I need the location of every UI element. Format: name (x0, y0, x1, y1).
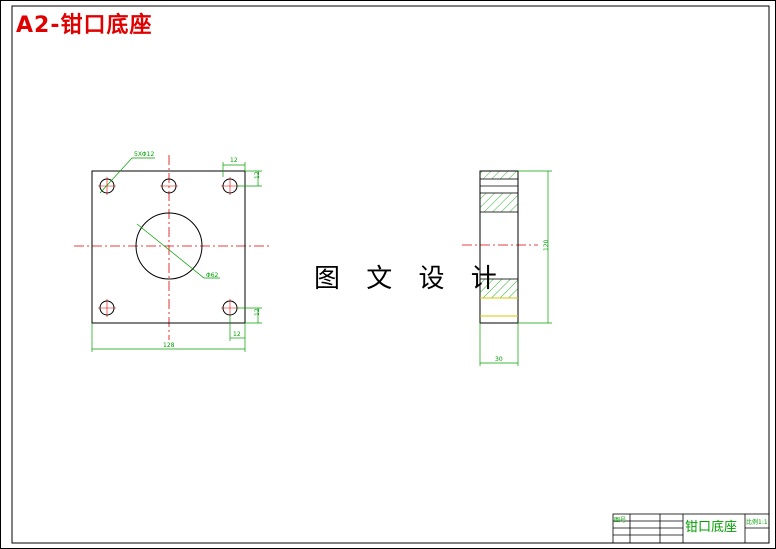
dim-bottom-height-label: 12 (254, 308, 261, 316)
hatch-top-small (479, 170, 519, 180)
title-block (612, 513, 770, 544)
front-view: 5XΦ12 Φ62 12 12 12 12 128 (74, 151, 270, 352)
bore-callout-label: Φ62 (206, 272, 219, 279)
dim-side-height-label: 120 (543, 239, 550, 251)
dim-overall-width-label: 128 (163, 342, 175, 349)
drawing-title: A2-钳口底座 (16, 13, 153, 38)
bolt-hole-top-center (160, 178, 178, 194)
title-block-part-name: 钳口底座 (685, 520, 738, 535)
center-bore (135, 212, 203, 280)
bolt-hole-top-right (221, 177, 239, 195)
hole-callout-leader (99, 157, 155, 194)
bolt-hole-bottom-right (221, 299, 239, 317)
bolt-hole-top-left (98, 177, 116, 195)
title-block-scale-label: 比例1:1 (746, 519, 768, 526)
dim-top-width-label: 12 (230, 157, 238, 164)
bore-callout-leader (136, 223, 220, 279)
dim-top-height-label: 12 (254, 171, 261, 179)
dim-side-width-label: 30 (495, 356, 503, 363)
title-block-left-label: 图号 (614, 517, 627, 524)
watermark-text: 图 文 设 计 (314, 264, 506, 294)
hole-callout-label: 5XΦ12 (134, 151, 154, 158)
inner-frame (11, 5, 770, 544)
hatch-top-large (479, 192, 519, 213)
bolt-hole-bottom-left (98, 299, 116, 317)
dim-bottom-width-label: 12 (233, 331, 241, 338)
side-view: 120 30 (462, 170, 552, 366)
plate-outline (91, 170, 246, 324)
